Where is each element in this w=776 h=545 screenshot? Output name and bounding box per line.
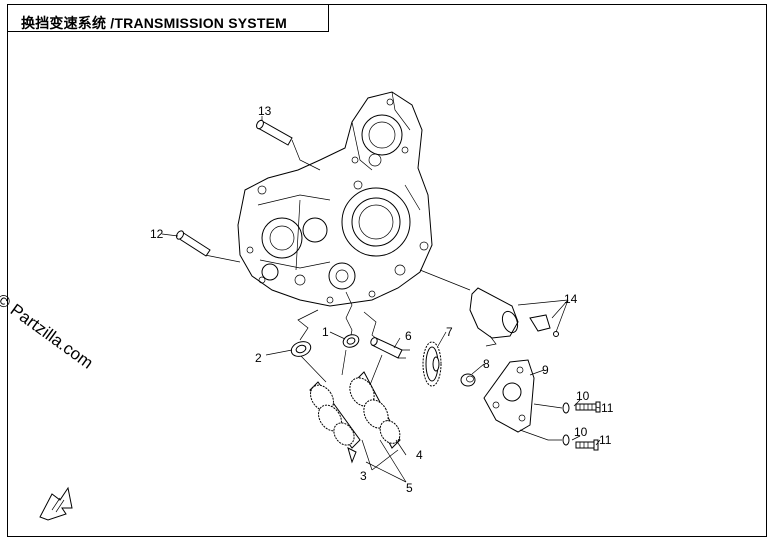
bearing-1 — [342, 334, 360, 348]
washer-lower-10 — [562, 434, 570, 446]
bolt-lower-11 — [575, 439, 599, 451]
gear-7 — [422, 341, 442, 387]
callout-7: 7 — [446, 325, 453, 339]
callouts: 13 12 2 1 6 7 8 9 14 10 10 11 11 4 3 5 — [150, 104, 614, 495]
callout-4: 4 — [416, 448, 423, 462]
counter-shaft-4 — [349, 371, 401, 449]
bolt-guide-lines — [519, 403, 563, 441]
guide-lines — [204, 139, 471, 386]
crankcase — [237, 91, 433, 307]
dowel-pin-13 — [256, 119, 293, 146]
callout-2: 2 — [255, 351, 262, 365]
cover-plate-9 — [483, 359, 535, 433]
page-title: 换挡变速系统 /TRANSMISSION SYSTEM — [21, 15, 287, 31]
callout-9: 9 — [542, 363, 549, 377]
main-shaft-3 — [309, 381, 361, 464]
bearing-2 — [290, 341, 312, 357]
washer-upper-10 — [562, 402, 570, 414]
bushing-8 — [460, 373, 476, 387]
callout-13: 13 — [258, 104, 272, 118]
callout-3: 3 — [360, 469, 367, 483]
dowel-pin-12 — [175, 230, 211, 257]
shaft-6 — [370, 337, 410, 359]
diagram-frame — [7, 4, 767, 537]
callout-5: 5 — [406, 481, 413, 495]
leader-lines — [161, 116, 601, 483]
gear-position-sensor-14 — [469, 287, 559, 347]
callout-10-lower: 10 — [574, 425, 588, 439]
callout-14: 14 — [564, 292, 578, 306]
callout-8: 8 — [483, 357, 490, 371]
callout-1: 1 — [322, 325, 329, 339]
callout-12: 12 — [150, 227, 164, 241]
title-box: 换挡变速系统 /TRANSMISSION SYSTEM — [7, 4, 329, 32]
callout-11-lower: 11 — [599, 433, 612, 447]
callout-6: 6 — [405, 329, 412, 343]
callout-11-upper: 11 — [601, 401, 614, 415]
front-arrow-icon — [39, 486, 73, 521]
callout-10-upper: 10 — [576, 389, 590, 403]
